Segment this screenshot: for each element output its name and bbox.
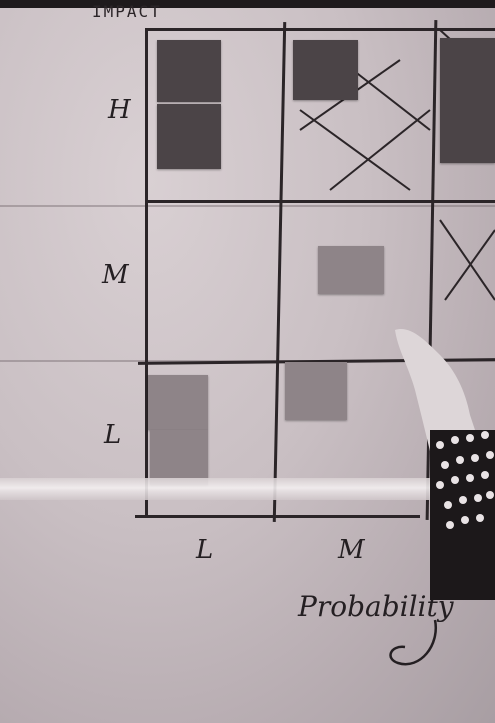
sticky-note (293, 40, 358, 100)
column-label-low: L (196, 535, 213, 565)
sticky-note (148, 375, 208, 430)
sticky-note (150, 430, 208, 485)
row-label-low: L (104, 420, 121, 450)
sticky-note (318, 246, 384, 294)
row-label-high: H (108, 95, 131, 125)
sticky-note (157, 40, 221, 102)
handwritten-tail (380, 615, 450, 675)
column-label-medium: M (338, 535, 365, 565)
row-label-medium: M (102, 260, 129, 290)
sticky-note (285, 362, 347, 420)
sticky-note (440, 38, 495, 163)
sticky-note (157, 104, 221, 169)
pointing-hand (390, 320, 495, 600)
